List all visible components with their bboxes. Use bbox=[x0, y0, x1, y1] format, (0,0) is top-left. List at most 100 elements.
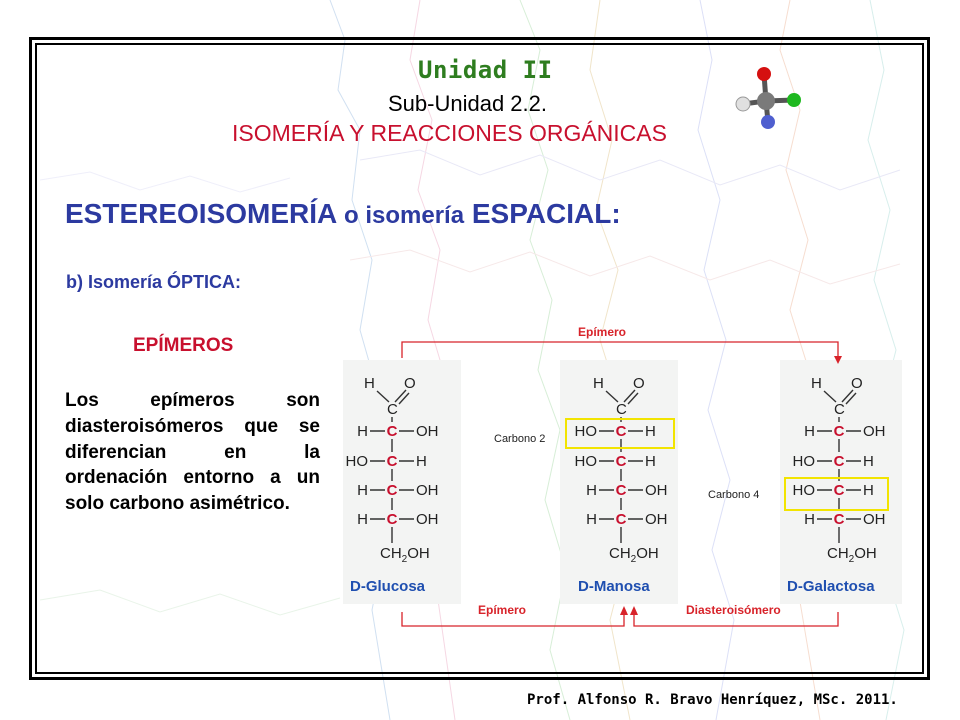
mol1-terminal-oh: OH bbox=[636, 545, 659, 562]
mol2-row0-cbg bbox=[832, 422, 846, 439]
mol2-terminal-sub: 2 bbox=[849, 554, 855, 565]
mol1-row0-carbon: C bbox=[616, 423, 627, 440]
mol1-row0-right: H bbox=[645, 423, 656, 440]
mol1-row2-carbon: C bbox=[616, 482, 627, 499]
mol1-bond-h bbox=[605, 390, 619, 403]
mol1-row0-left: HO bbox=[575, 423, 598, 440]
mol1-row3-right: OH bbox=[645, 511, 668, 528]
mol1-aldehyde-h: H bbox=[593, 375, 604, 392]
top-arrow-line bbox=[401, 341, 839, 358]
mol1-terminal: CH2OH bbox=[609, 545, 659, 565]
mol2-bond-h bbox=[823, 390, 837, 403]
section-title-part1: ESTEREOISOMERÍA bbox=[65, 198, 337, 229]
mol0-row2-right: OH bbox=[416, 482, 439, 499]
mol0-terminal: CH2OH bbox=[380, 545, 430, 565]
mol2-row0-right: OH bbox=[863, 423, 886, 440]
mol1-row2-left: H bbox=[586, 482, 597, 499]
mol1-row0-cbg bbox=[614, 422, 628, 439]
mol2-terminal-ch: CH bbox=[827, 545, 849, 562]
mol1-bond-o1 bbox=[623, 389, 636, 403]
mol2-terminal-oh: OH bbox=[854, 545, 877, 562]
mol1-aldehyde-c: C bbox=[616, 401, 627, 418]
slide-frame-inner bbox=[35, 43, 924, 674]
mol2-row3-cbg bbox=[832, 510, 846, 527]
mol2-bond-o1 bbox=[841, 389, 854, 403]
epimeros-heading: EPÍMEROS bbox=[133, 335, 234, 356]
mol2-aldehyde-o: O bbox=[851, 375, 863, 392]
mol2-aldehyde-h: H bbox=[811, 375, 822, 392]
bottom-right-arrow-line bbox=[633, 612, 839, 627]
mol1-name: D-Manosa bbox=[578, 578, 650, 595]
mol2-row3-carbon: C bbox=[834, 511, 845, 528]
mol2-row1-right: H bbox=[863, 453, 874, 470]
mol2-row3-left: H bbox=[804, 511, 815, 528]
mol0-name: D-Glucosa bbox=[350, 578, 426, 595]
molecule-model-icon bbox=[735, 67, 801, 129]
mol1-terminal-ch: CH bbox=[609, 545, 631, 562]
bottom-right-arrow-label: Diasteroisómero bbox=[686, 603, 781, 617]
description-paragraph: Los epímeros son diasteroisómeros que se… bbox=[65, 390, 320, 515]
mol1-row3-carbon: C bbox=[616, 511, 627, 528]
mol2-row2-left: HO bbox=[793, 482, 816, 499]
bottom-left-arrow-line bbox=[401, 612, 625, 627]
slide-frame-outer bbox=[29, 37, 930, 680]
mol0-aldehyde-h: H bbox=[364, 375, 375, 392]
mol2-aldehyde-c: C bbox=[834, 401, 845, 418]
section-title: ESTEREOISOMERÍA o isomería ESPACIAL: bbox=[65, 198, 621, 230]
mol0-row3-cbg bbox=[385, 510, 399, 527]
mol0-row1-cbg bbox=[385, 452, 399, 469]
mol2-row1-left: HO bbox=[793, 453, 816, 470]
mol1-row2-right: OH bbox=[645, 482, 668, 499]
mol0-aldehyde-c: C bbox=[387, 401, 398, 418]
mol0-row1-right: H bbox=[416, 453, 427, 470]
highlight-carbono2 bbox=[565, 418, 675, 449]
mol0-row0-right: OH bbox=[416, 423, 439, 440]
mol0-row0-cbg bbox=[385, 422, 399, 439]
mol2-bond-o2 bbox=[845, 392, 857, 405]
mol0-aldehyde-o: O bbox=[404, 375, 416, 392]
mol1-aldehyde-o: O bbox=[633, 375, 645, 392]
bottom-left-arrow-head bbox=[620, 606, 628, 615]
mol2-name: D-Galactosa bbox=[787, 578, 875, 595]
section-title-part3: ESPACIAL: bbox=[471, 198, 621, 229]
top-arrow-head bbox=[834, 356, 842, 364]
subsection-title: b) Isomería ÓPTICA: bbox=[66, 272, 242, 292]
mol0-row3-right: OH bbox=[416, 511, 439, 528]
mol2-row2-carbon: C bbox=[834, 482, 845, 499]
highlight-carbono4 bbox=[784, 477, 889, 511]
mol0-row0-left: H bbox=[357, 423, 368, 440]
mol2-row1-cbg bbox=[832, 452, 846, 469]
mol0-row2-carbon: C bbox=[387, 482, 398, 499]
topic-title: ISOMERÍA Y REACCIONES ORGÁNICAS bbox=[232, 120, 667, 146]
mol0-bond-o2 bbox=[398, 392, 410, 405]
mol2-row1-carbon: C bbox=[834, 453, 845, 470]
top-arrow-label: Epímero bbox=[578, 325, 626, 339]
mol1-row1-cbg bbox=[614, 452, 628, 469]
mol0-bond-o1 bbox=[394, 389, 407, 403]
mol0-row3-carbon: C bbox=[387, 511, 398, 528]
mol0-terminal-sub: 2 bbox=[402, 554, 408, 565]
mol1-row1-left: HO bbox=[575, 453, 598, 470]
mol1-row1-carbon: C bbox=[616, 453, 627, 470]
mol1-bond-o2 bbox=[627, 392, 639, 405]
mol1-row3-left: H bbox=[586, 511, 597, 528]
mol0-terminal-ch: CH bbox=[380, 545, 402, 562]
mol1-terminal-sub: 2 bbox=[631, 554, 637, 565]
mol1-row3-cbg bbox=[614, 510, 628, 527]
mol0-terminal-oh: OH bbox=[407, 545, 430, 562]
mol2-row2-cbg bbox=[832, 481, 846, 498]
mol2-row0-carbon: C bbox=[834, 423, 845, 440]
footer-credit: Prof. Alfonso R. Bravo Henríquez, MSc. 2… bbox=[527, 692, 898, 708]
mol0-row1-left: HO bbox=[346, 453, 369, 470]
mol0-row0-carbon: C bbox=[387, 423, 398, 440]
carbono2-label: Carbono 2 bbox=[494, 433, 545, 445]
mol2-row3-right: OH bbox=[863, 511, 886, 528]
subunit-title: Sub-Unidad 2.2. bbox=[388, 91, 547, 116]
mol0-row2-left: H bbox=[357, 482, 368, 499]
mol1-row2-cbg bbox=[614, 481, 628, 498]
mol0-row3-left: H bbox=[357, 511, 368, 528]
mol1-row1-right: H bbox=[645, 453, 656, 470]
mol2-row0-left: H bbox=[804, 423, 815, 440]
